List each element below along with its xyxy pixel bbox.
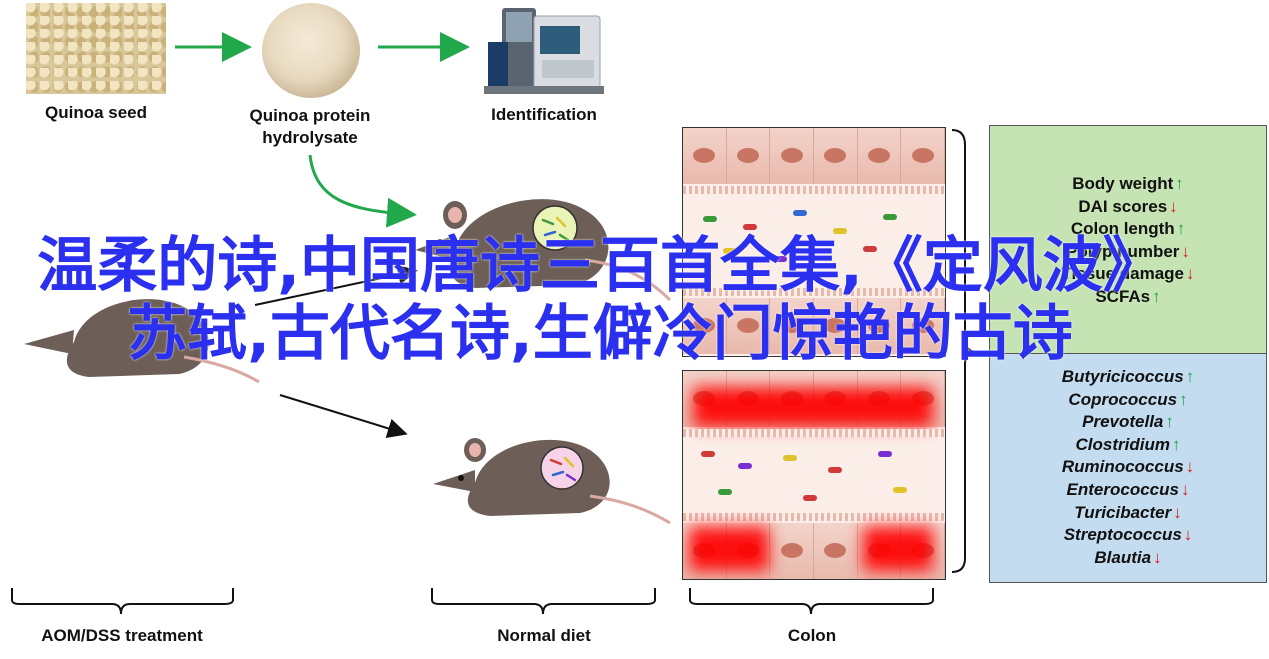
- bacteria-list: Butyricicoccus↑Coprococcus↑Prevotella↑Cl…: [990, 366, 1266, 569]
- indicator-row-label: Tissue damage: [1061, 264, 1185, 284]
- inflammation-bottom-left: [689, 527, 769, 571]
- colon-treated-panel: [682, 370, 946, 580]
- colon-label: Colon: [787, 626, 837, 645]
- arrow-up-icon: ↑: [1176, 219, 1186, 239]
- arrow-up-icon: ↑: [1165, 412, 1174, 432]
- mouse-left: [24, 299, 260, 384]
- bacteria-row: Ruminococcus↓: [990, 456, 1266, 479]
- bacteria-row-label: Clostridium: [1075, 434, 1170, 454]
- inflammation-bottom-right: [863, 527, 933, 571]
- quinoa-seed-image: [26, 3, 166, 94]
- protein-powder-image: [262, 3, 360, 98]
- brace-normal-diet: [431, 588, 656, 615]
- identification-label: Identification: [491, 105, 597, 124]
- indicator-row: Polyp number↓: [990, 241, 1266, 264]
- indicator-row: Body weight↑: [990, 173, 1266, 196]
- indicator-row: SCFAs↑: [990, 286, 1266, 309]
- arrow-down-icon: ↓: [1169, 196, 1178, 216]
- bacteria-row-label: Ruminococcus: [1061, 457, 1184, 477]
- indicator-row: Colon length↑: [990, 218, 1266, 241]
- indicators-list: Body weight↑DAI scores↓Colon length↑Poly…: [990, 173, 1266, 309]
- lcms-instrument-image: [484, 8, 604, 94]
- arrow-to-upper-mouse: [254, 264, 418, 306]
- arrow-to-lower-mouse: [279, 394, 408, 439]
- bacteria-row-label: Blautia: [1094, 547, 1152, 567]
- bacteria-row: Butyricicoccus↑: [990, 366, 1266, 389]
- arrow-down-icon: ↓: [1183, 525, 1193, 545]
- bacteria-row-label: Turicibacter: [1074, 502, 1172, 522]
- bacteria-row: Clostridium↑: [990, 434, 1266, 457]
- normal-diet-label: Normal diet: [497, 626, 591, 645]
- indicator-row-label: Polyp number: [1066, 241, 1180, 261]
- bacteria-row: Coprococcus↑: [990, 389, 1266, 412]
- indicator-row: Tissue damage↓: [990, 263, 1266, 286]
- bacteria-row-label: Butyricicoccus: [1061, 367, 1184, 386]
- arrow-down-icon: ↓: [1173, 502, 1182, 522]
- brace-colon: [689, 588, 934, 615]
- overlay-title-text: 温柔的诗,中国唐诗三百首全集,《定风波》苏轼,古代名诗,生僻冷门惊艳的古诗: [37, 231, 1163, 369]
- arrow-down-icon: ↓: [1153, 547, 1162, 567]
- arrow-down-icon: ↓: [1180, 479, 1190, 499]
- colon-bracket: [951, 129, 976, 573]
- protein-label-line2: hydrolysate: [262, 128, 358, 147]
- mouse-upper: [415, 199, 672, 302]
- arrow-down-icon: ↓: [1185, 457, 1195, 477]
- colon-normal-panel: [682, 127, 946, 357]
- bacteria-row-label: Prevotella: [1082, 412, 1164, 432]
- quinoa-seed-label: Quinoa seed: [44, 103, 148, 122]
- bacteria-row: Streptococcus↓: [990, 524, 1266, 547]
- bacteria-row-label: Coprococcus: [1068, 389, 1178, 409]
- arrow-up-icon: ↑: [1185, 367, 1195, 386]
- arrow-up-icon: ↑: [1175, 174, 1184, 193]
- bacteria-row: Prevotella↑: [990, 411, 1266, 434]
- indicator-row: DAI scores↓: [990, 196, 1266, 219]
- indicator-row-label: DAI scores: [1078, 196, 1168, 216]
- treatment-label: AOM/DSS treatment: [41, 626, 203, 645]
- bacteria-row-label: Enterococcus: [1066, 479, 1179, 499]
- bacteria-panel: Butyricicoccus↑Coprococcus↑Prevotella↑Cl…: [989, 353, 1267, 583]
- protein-label-line1: Quinoa protein: [249, 106, 371, 125]
- indicator-row-label: Colon length: [1070, 219, 1175, 239]
- arrow-down-icon: ↓: [1186, 264, 1195, 284]
- indicators-panel: Body weight↑DAI scores↓Colon length↑Poly…: [989, 125, 1267, 355]
- bacteria-row: Blautia↓: [990, 547, 1266, 570]
- bacteria-row: Enterococcus↓: [990, 479, 1266, 502]
- inflammation-top: [693, 387, 933, 427]
- indicator-row-label: Body weight: [1072, 174, 1174, 193]
- arrow-protein-to-mouse: [308, 154, 417, 228]
- arrow-up-icon: ↑: [1152, 286, 1161, 306]
- arrow-up-icon: ↑: [1179, 389, 1188, 409]
- brace-treatment: [11, 588, 234, 615]
- indicator-row-label: SCFAs: [1095, 286, 1151, 306]
- bacteria-row: Turicibacter↓: [990, 502, 1266, 525]
- bacteria-row-label: Streptococcus: [1063, 525, 1182, 545]
- protein-label: Quinoa protein hydrolysate: [225, 105, 395, 149]
- mouse-lower: [433, 438, 671, 525]
- arrow-up-icon: ↑: [1171, 434, 1181, 454]
- arrow-down-icon: ↓: [1181, 241, 1190, 261]
